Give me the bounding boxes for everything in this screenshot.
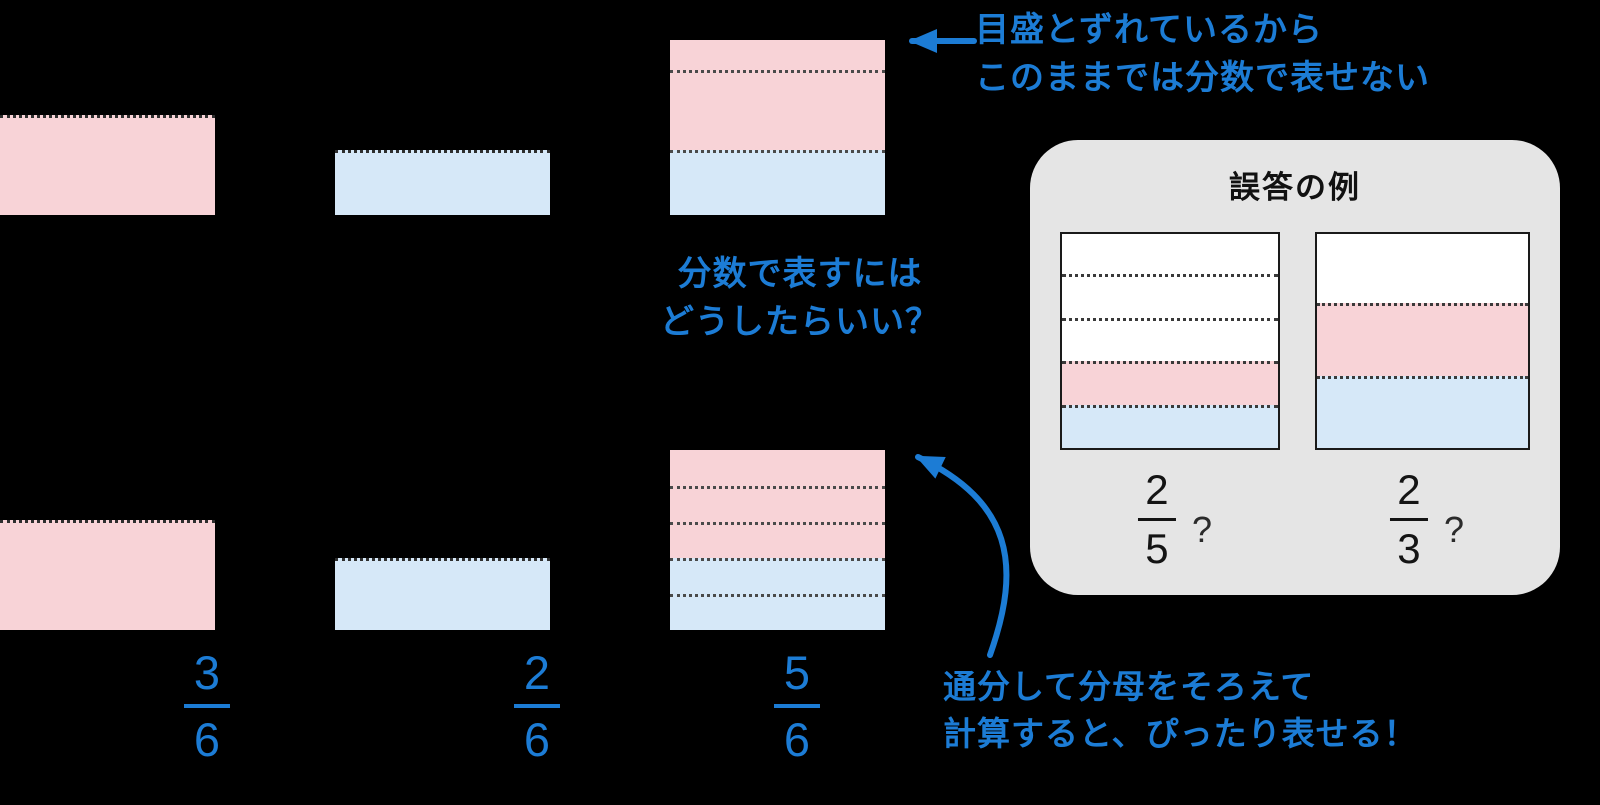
pink-row [1317,303,1528,376]
numerator: 5 [783,646,811,699]
sixth-mark-line [670,558,885,561]
sixth-mark-line [670,594,885,597]
combined-square-misaligned [670,40,885,215]
panel-title: 誤答の例 [1229,170,1361,205]
blue-bar-top [335,150,550,215]
error-figure-fifths [1060,232,1280,450]
fraction-label-5-6: 5 6 [774,648,820,765]
note-line: 計算すると、ぴったり表せる！ [943,714,1418,752]
fraction: 2 5 [1137,466,1176,573]
note-line: 通分して分母をそろえて [943,668,1315,705]
fraction-label-2-6: 2 6 [514,648,560,765]
fraction-bar [774,704,820,709]
note-line: 目盛とずれているから [975,11,1323,49]
fraction-label-3-6: 3 6 [184,648,230,765]
scale-mark-line [670,150,885,153]
numerator: 2 [523,646,551,699]
error-fraction-2-3: 2 3 ? [1389,466,1465,573]
blue-row [1062,404,1278,449]
denominator: 6 [783,713,811,767]
denominator: 6 [523,713,551,767]
empty-row [1062,274,1278,317]
scale-mark-line [670,70,885,73]
fraction-bar [1137,518,1176,522]
error-examples-panel: 誤答の例 2 5 ? 2 3 [1030,140,1560,595]
blue-part [670,150,885,215]
error-figure-thirds [1315,232,1530,450]
pink-row [1062,361,1278,405]
blue-bar-bottom [335,558,550,630]
sixth-mark-line [670,486,885,489]
pink-bar-bottom [0,520,215,630]
numerator: 2 [1397,466,1421,513]
fraction-bar [184,704,230,709]
note-line: このままでは分数で表せない [975,59,1430,98]
note-misaligned: 目盛とずれているから このままでは分数で表せない [975,6,1430,103]
note-line: どうしたらいい？ [660,303,940,342]
question-mark: ? [1443,508,1465,550]
fraction-bar [1389,518,1428,522]
fraction-bar [514,704,560,709]
pink-bar-top [0,115,215,215]
arrow-to-sixths-square [915,454,1010,658]
combined-square-sixths [670,450,885,630]
error-fraction-2-5: 2 5 ? [1137,466,1213,573]
numerator: 2 [1145,466,1169,513]
note-solution: 通分して分母をそろえて 計算すると、ぴったり表せる！ [943,664,1418,758]
empty-row [1062,234,1278,274]
note-question: 分数で表すには どうしたらいい？ [630,250,970,347]
denominator: 5 [1145,525,1169,573]
empty-row [1062,317,1278,361]
sixth-mark-line [670,522,885,525]
fraction: 2 3 [1389,466,1428,573]
pink-part [670,40,885,150]
question-mark: ? [1191,508,1213,550]
blue-row [1317,375,1528,448]
denominator: 6 [193,713,221,767]
note-line: 分数で表すには [677,255,923,293]
empty-row [1317,234,1528,303]
numerator: 3 [193,646,221,699]
pink-part [670,450,885,558]
denominator: 3 [1397,525,1421,573]
